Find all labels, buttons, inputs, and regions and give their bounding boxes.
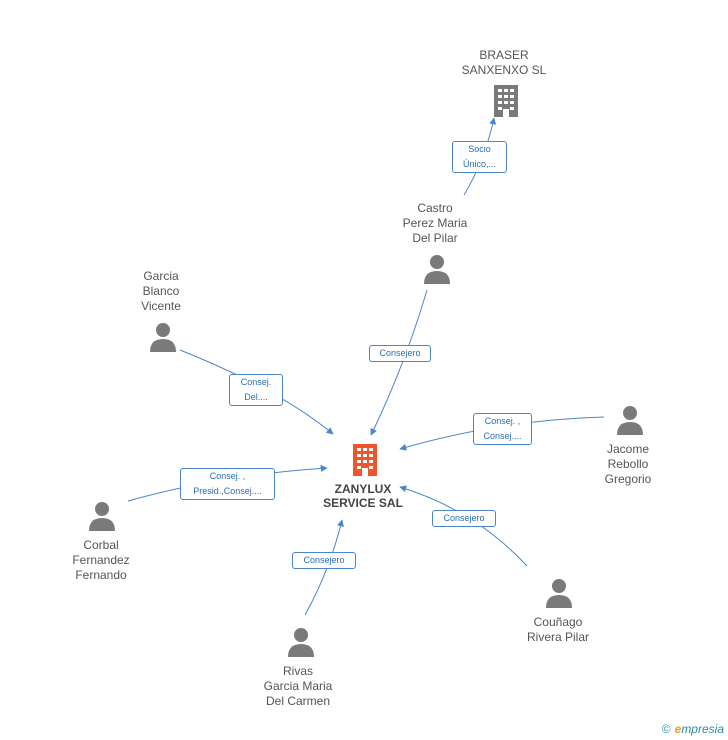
person-counago-label[interactable]: Couñago Rivera Pilar <box>526 615 590 644</box>
person-rivas-label[interactable]: Rivas Garcia Maria Del Carmen <box>263 664 333 708</box>
person-jacome-label[interactable]: Jacome Rebollo Gregorio <box>604 442 652 486</box>
edge-label-castro-braser[interactable]: Socio Único,... <box>452 141 507 173</box>
edge-label-corbal-center[interactable]: Consej. , Presid.,Consej.... <box>180 468 275 500</box>
person-icon[interactable] <box>287 627 315 657</box>
person-icon[interactable] <box>545 578 573 608</box>
person-icon[interactable] <box>149 322 177 352</box>
edge-castro-center <box>370 289 428 436</box>
person-icon[interactable] <box>88 501 116 531</box>
person-castro-label[interactable]: Castro Perez Maria Del Pilar <box>402 201 468 245</box>
company-braser-label[interactable]: BRASER SANXENXO SL <box>461 48 547 77</box>
edge-label-counago-center[interactable]: Consejero <box>432 510 496 527</box>
edge-label-garcia-center[interactable]: Consej. Del.... <box>229 374 283 406</box>
brand-logo-text: mpresia <box>681 722 724 736</box>
building-icon[interactable] <box>490 84 522 118</box>
person-corbal-label[interactable]: Corbal Fernandez Fernando <box>72 538 130 582</box>
brand-logo-e: e <box>674 722 682 736</box>
footer-brand[interactable]: ©empresia <box>662 722 724 736</box>
edge-label-jacome-center[interactable]: Consej. , Consej.... <box>473 413 532 445</box>
edge-label-castro-center[interactable]: Consejero <box>369 345 431 362</box>
edge-label-rivas-center[interactable]: Consejero <box>292 552 356 569</box>
copyright-symbol: © <box>661 722 671 736</box>
building-icon[interactable] <box>349 443 381 477</box>
person-icon[interactable] <box>616 405 644 435</box>
person-icon[interactable] <box>423 254 451 284</box>
company-zanylux-label[interactable]: ZANYLUX SERVICE SAL <box>323 482 403 510</box>
person-garcia-label[interactable]: Garcia Blanco Vicente <box>141 269 181 313</box>
